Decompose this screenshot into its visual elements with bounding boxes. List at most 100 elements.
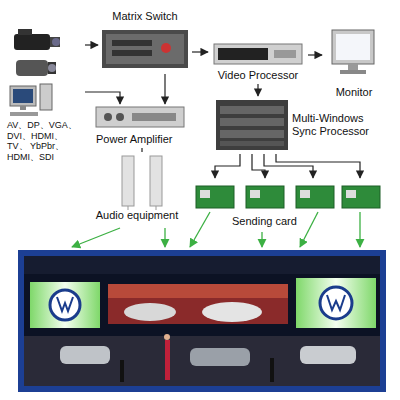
device-label: Audio equipment — [88, 209, 186, 222]
illustration-part — [132, 113, 176, 121]
illustration-part — [300, 346, 356, 364]
video-processor-device — [214, 44, 302, 64]
illustration-part — [18, 250, 386, 392]
monitor-icon — [332, 30, 374, 74]
illustration-part — [300, 212, 318, 247]
signal-connector — [257, 84, 258, 96]
device-label: AV、DP、VGA、 DVI、HDMI、TV、 YbPbr、HDMI、SDI — [7, 120, 83, 163]
illustration-part — [220, 130, 284, 138]
illustration-part — [196, 186, 234, 208]
illustration-part — [16, 60, 48, 76]
illustration-part — [116, 113, 124, 121]
illustration-part — [108, 284, 288, 298]
illustration-part — [261, 232, 262, 247]
device-label: Video Processor — [210, 69, 306, 82]
illustration-part — [57, 297, 73, 311]
video-camera-icon — [16, 60, 56, 76]
illustration-part — [220, 141, 284, 146]
device-node: Matrix Switch — [98, 8, 192, 74]
illustration-part — [48, 64, 56, 72]
illustration-part — [276, 154, 360, 178]
illustration-part — [296, 278, 376, 328]
illustration-part — [10, 112, 38, 116]
illustration-part — [112, 50, 152, 56]
device-node: AV、DP、VGA、 DVI、HDMI、TV、 YbPbr、HDMI、SDI — [5, 25, 85, 165]
device-node: Power Amplifier — [90, 104, 190, 148]
illustration-part — [327, 295, 345, 310]
illustration-part — [274, 50, 296, 58]
signal-connector — [85, 92, 120, 104]
device-node: Video Processor — [208, 42, 308, 84]
device-node: Multi-Windows Sync Processor — [212, 96, 388, 154]
illustration-part — [24, 256, 380, 386]
device-label: Power Amplifier — [96, 133, 188, 146]
signal-connector — [141, 148, 142, 152]
illustration-part — [200, 190, 210, 198]
illustration-part — [190, 348, 250, 366]
illustration-part — [270, 358, 274, 382]
illustration-part — [252, 154, 265, 178]
illustration-part — [220, 118, 284, 126]
illustration-part — [320, 287, 352, 319]
illustration-part — [250, 190, 260, 198]
illustration-part — [218, 48, 268, 60]
illustration-part — [24, 336, 380, 386]
illustration-part — [332, 30, 374, 64]
illustration-part — [214, 44, 302, 64]
computer-icon — [10, 84, 52, 116]
illustration-part — [164, 228, 165, 247]
illustration-part — [122, 156, 134, 206]
device-label: Monitor — [324, 86, 384, 99]
illustration-part — [13, 89, 33, 103]
illustration-part — [72, 228, 120, 247]
signal-connector — [164, 74, 165, 104]
illustration-part — [161, 43, 171, 53]
sync-processor-device — [216, 100, 288, 150]
illustration-part — [120, 360, 124, 382]
device-node: Sending card — [190, 178, 386, 230]
illustration-part — [300, 190, 310, 198]
illustration-part — [296, 186, 334, 208]
illustration-part — [190, 212, 210, 247]
fanout-lines — [252, 154, 360, 178]
illustration-part — [112, 40, 152, 46]
illustration-part — [14, 34, 50, 50]
device-node: Monitor — [322, 25, 386, 101]
signal-connector — [215, 154, 240, 178]
illustration-part — [150, 156, 162, 206]
illustration-part — [124, 303, 176, 321]
illustration-part — [50, 37, 60, 47]
illustration-part — [24, 256, 380, 274]
illustration-part — [96, 107, 184, 127]
signal-connector — [192, 51, 208, 52]
device-node: Audio equipment — [86, 152, 188, 224]
illustration-part — [60, 346, 110, 364]
illustration-part — [52, 38, 60, 46]
led-screen-photo — [18, 250, 386, 392]
illustration-part — [108, 284, 288, 324]
device-label: Sending card — [232, 215, 384, 228]
illustration-part — [246, 186, 284, 208]
illustration-part — [10, 86, 36, 106]
illustration-part — [40, 84, 52, 110]
illustration-part — [30, 282, 100, 328]
illustration-part — [50, 290, 80, 320]
illustration-part — [202, 302, 262, 322]
signal-connector — [308, 54, 322, 55]
power-amplifier-device — [96, 107, 184, 127]
illustration-part — [165, 340, 170, 380]
sending-cards — [196, 186, 380, 208]
illustration-part — [104, 113, 112, 121]
illustration-part — [106, 34, 184, 64]
device-label: Matrix Switch — [100, 10, 190, 23]
illustration-part — [216, 100, 288, 150]
illustration-part — [340, 70, 366, 74]
illustration-part — [336, 34, 370, 60]
illustration-part — [20, 106, 26, 110]
illustration-part — [342, 186, 380, 208]
illustration-part — [346, 190, 356, 198]
illustration-part — [164, 334, 170, 340]
